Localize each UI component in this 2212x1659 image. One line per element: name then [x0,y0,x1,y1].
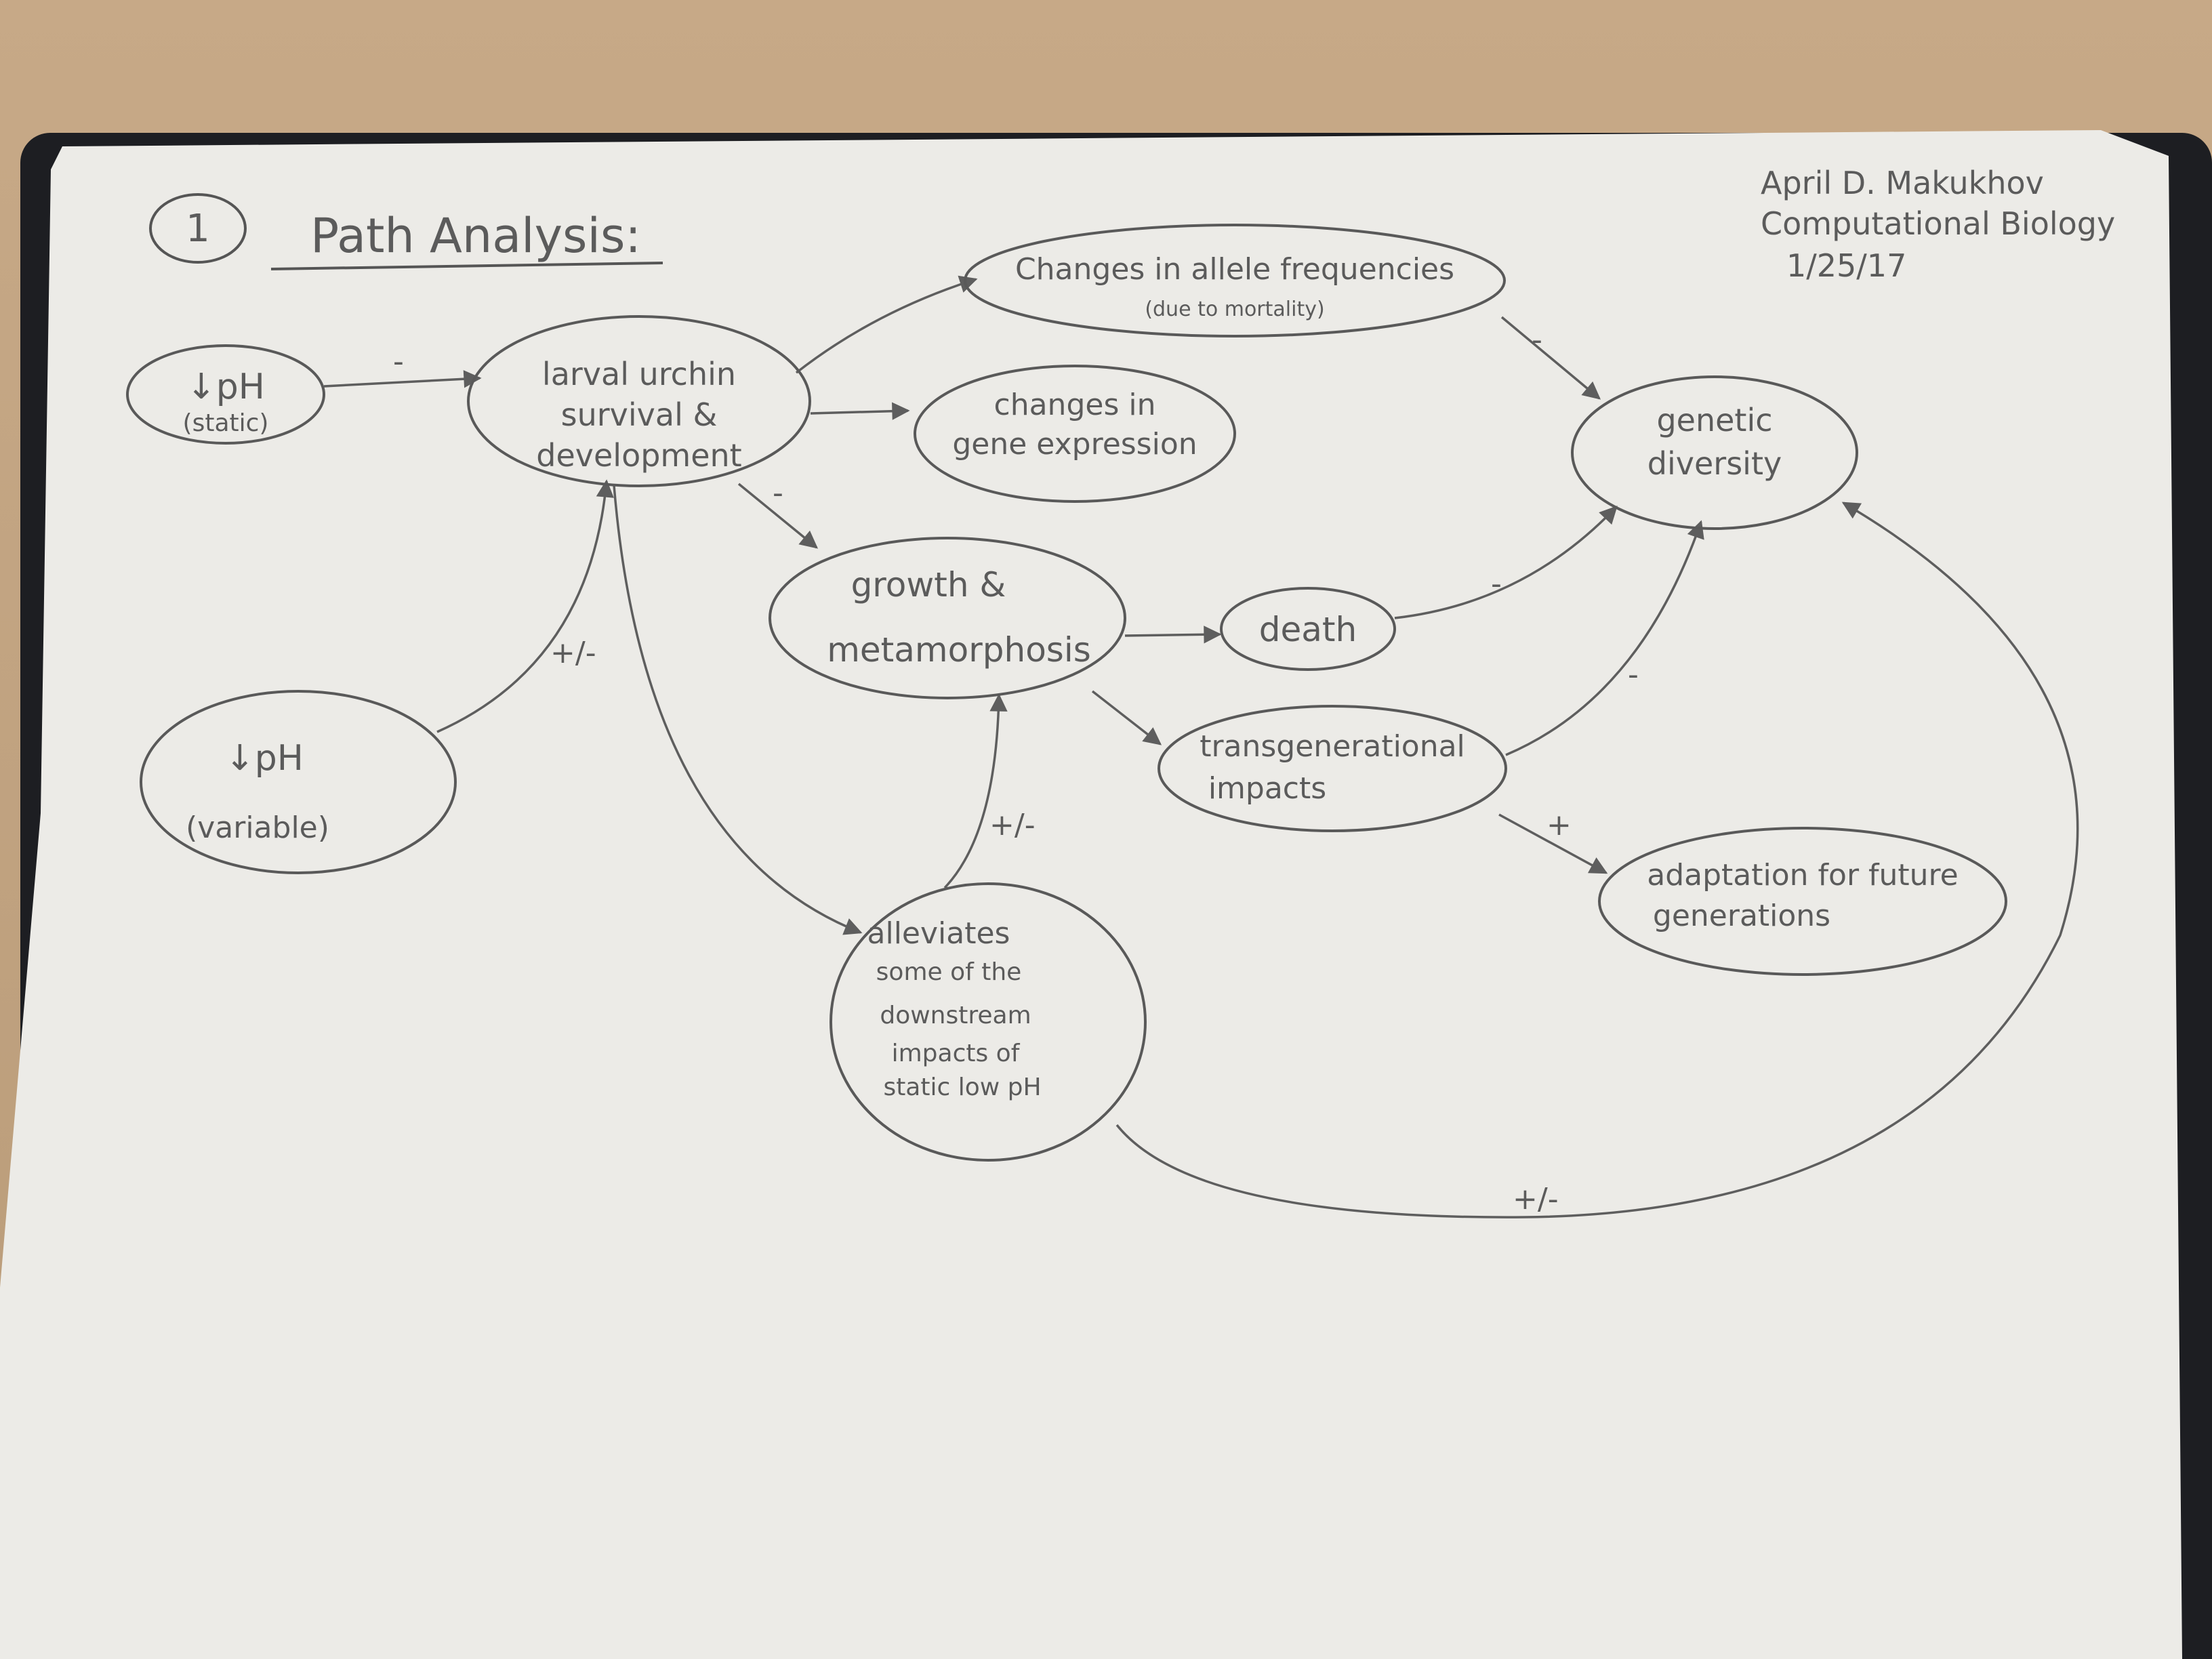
edge-sign: - [1628,657,1639,692]
author-block: April D. Makukhov Computational Biology … [1761,165,2115,284]
node-line: Changes in allele frequencies [1015,252,1454,287]
node-line: gene expression [952,427,1197,462]
node-ph-static: ↓pH (static) [126,344,325,445]
edge-sign: + [1547,808,1572,842]
edge-larval-to-allele [795,275,978,374]
node-line: ↓pH [225,738,304,779]
edge-sign: +/- [989,808,1036,842]
node-line: (variable) [186,811,329,845]
edge-sign: - [1532,323,1542,357]
edge-sign: - [773,476,783,510]
edge-growth-to-death [1124,626,1222,644]
node-adaptation-future-generations: adaptation for future generations [1598,827,2007,976]
node-transgenerational-impacts: transgenerational impacts [1158,705,1507,832]
edge-sign: - [393,344,404,379]
title-underline [270,262,663,270]
node-line: growth & [851,565,1006,605]
page-number: 1 [186,207,210,251]
edge-transgen-to-genetic [1505,520,1704,756]
node-death: death [1220,587,1396,671]
node-line: changes in [994,388,1156,422]
author-date: 1/25/17 [1786,247,1906,284]
edge-larval-to-growth [737,483,819,549]
node-line: death [1259,610,1357,649]
node-line: development [536,437,741,474]
node-line: adaptation for future [1647,858,1958,893]
node-line: impacts of [892,1040,1021,1067]
edge-larval-to-alleviates [613,485,863,935]
node-ph-variable: ↓pH (variable) [140,690,457,874]
course-name: Computational Biology [1761,205,2115,242]
edge-sign: +/- [550,636,596,670]
edge-sign: - [1491,567,1502,601]
edge-ph-variable-to-larval [436,479,614,733]
node-alleviates: alleviates some of the downstream impact… [830,882,1147,1162]
edge-allele-to-genetic [1500,316,1601,400]
node-gene-expression: changes in gene expression [914,365,1236,503]
edge-sign: +/- [1513,1182,1559,1216]
node-line: genetic [1656,402,1772,438]
node-line: downstream [880,1002,1031,1029]
edge-alleviates-to-growth [943,693,1008,889]
node-larval-survival: larval urchin survival & development [467,315,811,487]
diagram-title: Path Analysis: [310,208,641,264]
node-line: (static) [183,409,269,437]
edge-growth-to-transgen [1091,690,1162,745]
node-line: larval urchin [542,356,736,392]
node-genetic-diversity: genetic diversity [1571,375,1858,530]
node-line: diversity [1647,445,1782,482]
node-line: transgenerational [1200,729,1465,764]
page-number-badge: 1 [149,193,247,264]
edge-death-to-genetic [1394,506,1618,619]
node-line: (due to mortality) [1145,298,1324,321]
node-allele-frequencies: Changes in allele frequencies (due to mo… [964,224,1506,337]
edge-transgen-to-adaptation [1498,813,1608,874]
node-line: ↓pH [186,367,265,407]
edges: - - - - - + +/- +/- +/- [323,275,2079,1218]
node-growth-metamorphosis: growth & metamorphosis [769,537,1126,699]
node-line: metamorphosis [827,630,1091,670]
node-line: alleviates [867,916,1010,951]
author-name: April D. Makukhov [1761,165,2044,201]
edge-ph-static-to-larval [323,370,482,388]
node-line: survival & [561,396,718,433]
edge-alleviates-to-genetic [1115,501,2079,1218]
node-line: static low pH [883,1073,1041,1101]
node-line: impacts [1208,771,1326,806]
edge-larval-to-gene-expression [810,402,910,420]
node-line: generations [1653,899,1830,933]
node-line: some of the [876,958,1022,986]
